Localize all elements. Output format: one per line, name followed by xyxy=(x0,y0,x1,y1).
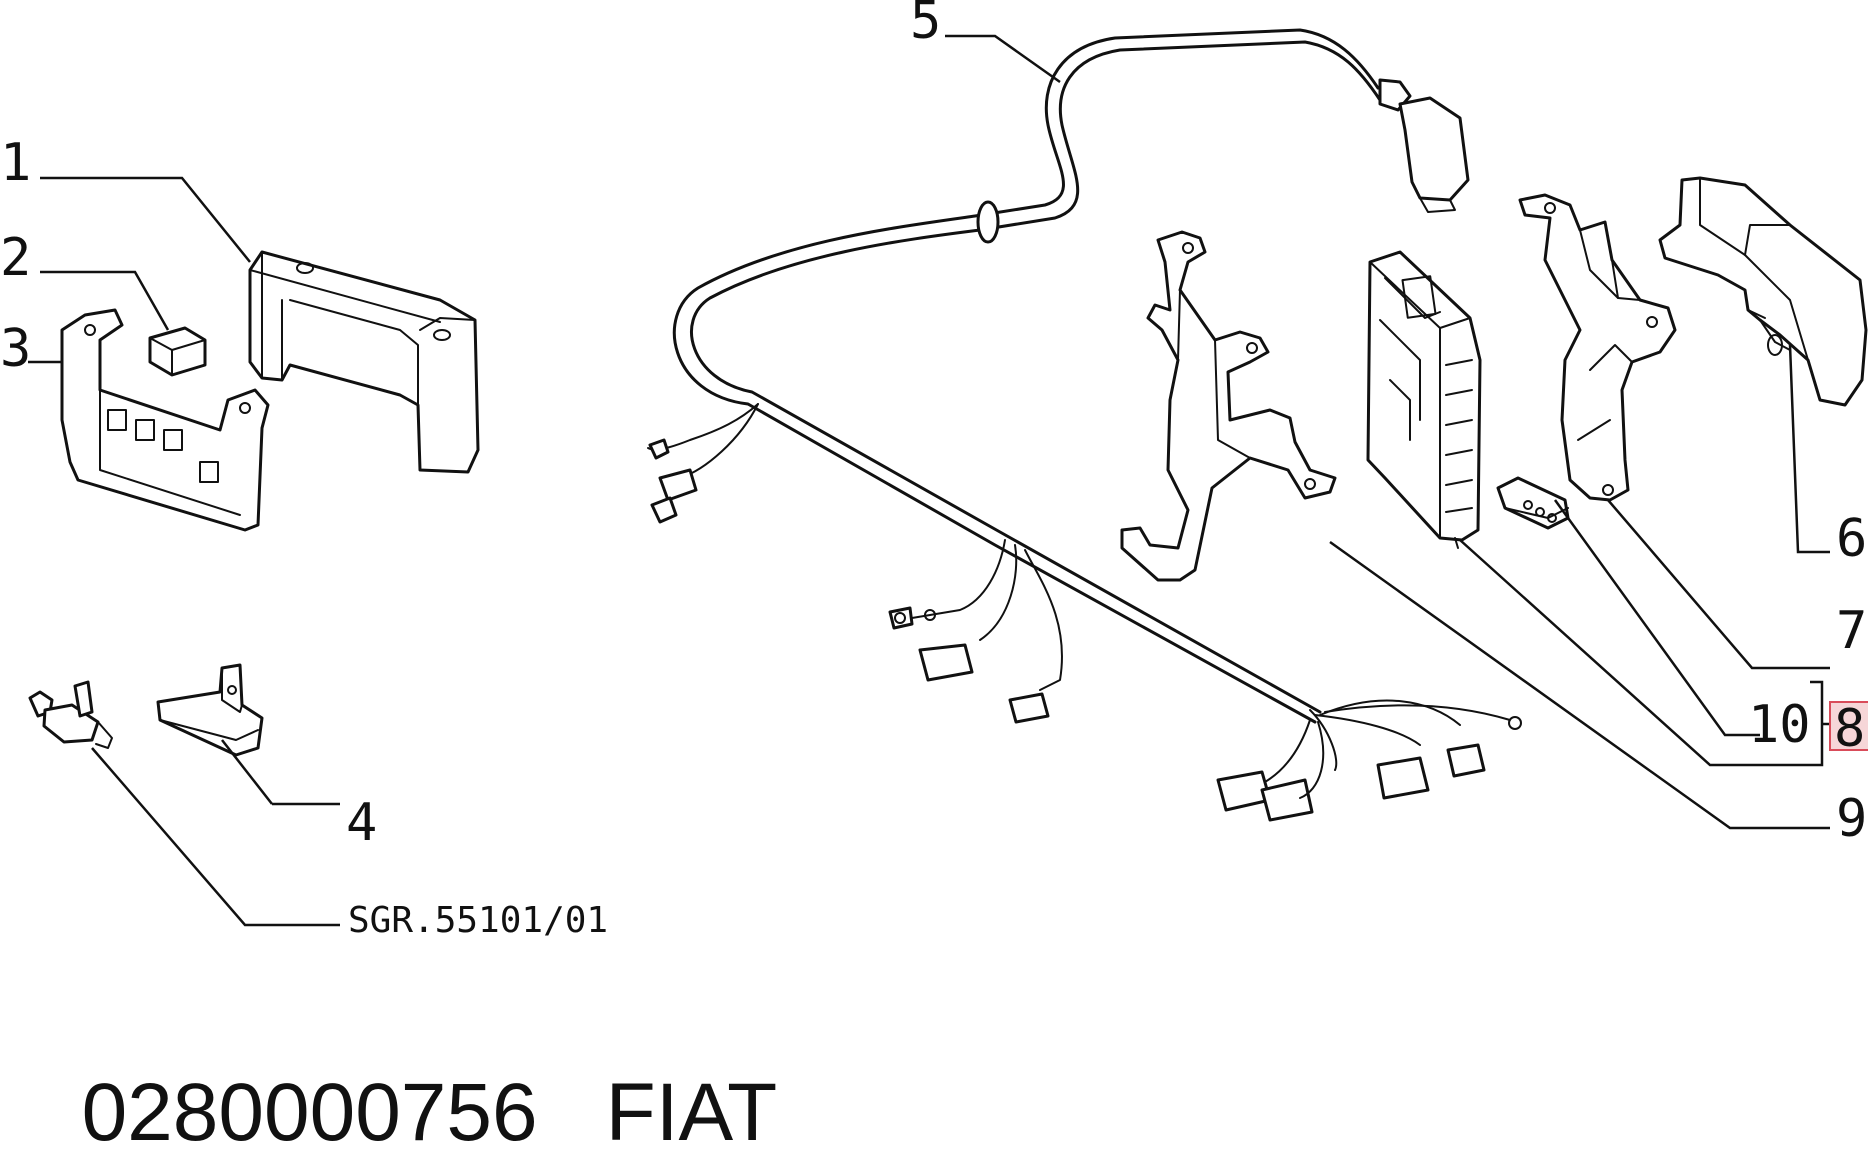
exploded-parts-diagram: 1 2 3 4 5 6 7 8 9 10 SGR.55101/01 xyxy=(0,0,1868,941)
callout-9: 9 xyxy=(1836,789,1867,849)
leader-9 xyxy=(1329,540,1830,830)
callout-3: 3 xyxy=(0,319,31,379)
leader-7 xyxy=(1607,499,1830,670)
part-6-right-cover xyxy=(1658,176,1868,407)
leader-5 xyxy=(945,34,1061,84)
callout-1: 1 xyxy=(0,133,31,193)
leader-1 xyxy=(40,176,251,263)
leader-4 xyxy=(221,739,273,805)
callout-2: 2 xyxy=(0,228,31,288)
part-1-cover xyxy=(248,250,480,474)
leader-sgr xyxy=(91,747,340,927)
part-10-ecu xyxy=(1366,250,1482,549)
part-5-wiring-harness xyxy=(647,28,1522,822)
bracket-8-10 xyxy=(1810,680,1824,767)
callout-8: 8 xyxy=(1834,699,1865,759)
callout-4: 4 xyxy=(346,793,377,853)
callout-6: 6 xyxy=(1836,509,1867,569)
diagram-canvas: 1 2 3 4 5 6 7 8 9 10 SGR.55101/01 xyxy=(0,0,1868,941)
callout-7: 7 xyxy=(1836,601,1867,661)
leader-2 xyxy=(40,270,170,331)
part-3-bracket-plate xyxy=(60,308,270,532)
leader-10-link xyxy=(1459,539,1810,767)
leader-8-link xyxy=(1553,499,1760,737)
callout-5: 5 xyxy=(910,0,941,51)
leader-6 xyxy=(1788,344,1830,554)
part-number: 0280000756 xyxy=(81,1067,538,1158)
leader-lines xyxy=(28,34,1838,927)
part-7-tall-bracket xyxy=(1518,193,1677,502)
callout-8-highlight xyxy=(1829,701,1868,751)
sensor-sgr xyxy=(28,680,113,749)
part-2-relay xyxy=(148,326,207,377)
part-4-small-bracket xyxy=(156,663,264,757)
footer: 0280000756 FIAT xyxy=(36,978,778,1158)
part-9-large-bracket xyxy=(1120,230,1337,582)
callout-10: 10 xyxy=(1748,695,1811,755)
reference-code: SGR.55101/01 xyxy=(348,900,608,941)
brand-name: FIAT xyxy=(605,1067,778,1158)
